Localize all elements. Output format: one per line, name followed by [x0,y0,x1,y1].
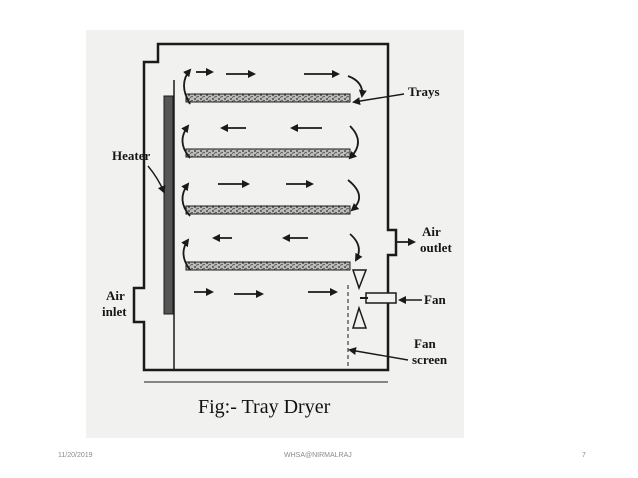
fan-blades [351,269,368,329]
tray-dryer-diagram [132,42,422,383]
cabinet-outline [132,42,398,372]
trays-label: Trays [408,84,440,99]
heater-element [163,95,174,315]
fan-motor [365,292,397,304]
tray-4 [185,261,351,271]
figure-caption: Fig:- Tray Dryer [198,396,331,418]
fan-screen-label-line2: screen [412,352,448,367]
footer-author: WHSA@NIRMALRAJ [284,452,352,459]
air-outlet-label-line1: Air [422,224,441,239]
footer-date: 11/20/2019 [58,452,93,459]
tray-2 [185,148,351,158]
fan-label: Fan [424,292,446,307]
tray-dryer-figure: Trays Heater Air inlet Air outlet Fan Fa… [86,30,464,438]
tray-1 [185,93,351,103]
tray-3 [185,205,351,215]
air-inlet-label-line2: inlet [102,304,127,319]
airflow-arrows [181,68,367,298]
leader-lines [147,93,422,361]
air-outlet-label-line2: outlet [420,240,452,255]
fan-screen-label-line1: Fan [414,336,436,351]
footer-page-number: 7 [582,452,586,459]
heater-label: Heater [112,148,151,163]
air-inlet-label-line1: Air [106,288,125,303]
